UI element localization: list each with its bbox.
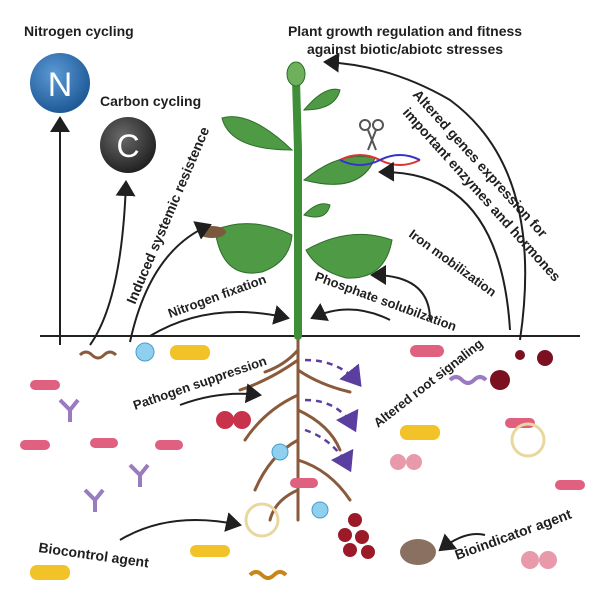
nitrogen-cycling-label: Nitrogen cycling xyxy=(24,23,134,39)
flower-bud-icon xyxy=(286,61,306,87)
gene-editing-icon xyxy=(339,119,421,166)
plant-growth-label-2: against biotic/abiotc stresses xyxy=(307,41,503,57)
altered-genes-label-1: Altered genes expression for xyxy=(410,86,551,241)
carbon-symbol: C xyxy=(116,128,139,164)
plant-stem xyxy=(292,76,302,340)
carbon-circle-icon xyxy=(100,117,156,173)
nitrogen-symbol: N xyxy=(48,66,73,104)
pathogen-suppression-label: Pathogen suppression xyxy=(131,353,268,413)
plant-growth-label-1: Plant growth regulation and fitness xyxy=(288,23,522,39)
process-arrows xyxy=(50,52,527,552)
plant-roots xyxy=(238,334,352,522)
soil-microbes xyxy=(20,342,585,580)
iron-mobilization-label: Iron mobilization xyxy=(406,226,499,299)
root-signaling-arrows xyxy=(304,358,362,473)
phosphate-solubilization-label: Phosphate solubilzation xyxy=(313,269,459,334)
plant-leaves xyxy=(214,88,393,279)
carbon-cycling-label: Carbon cycling xyxy=(100,93,201,109)
nitrogen-circle-icon xyxy=(30,53,90,113)
